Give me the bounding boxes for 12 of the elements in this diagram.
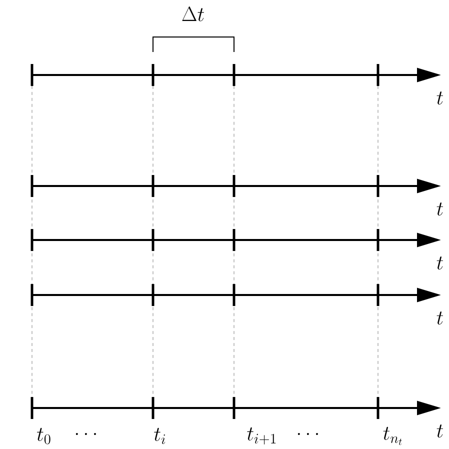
tick-label: $t_i$ <box>154 428 166 444</box>
interval-label: $\Delta t$ <box>182 6 204 22</box>
tick-label: $\dots$ <box>298 433 318 435</box>
tick-label: $t_{n_t}$ <box>383 426 402 446</box>
axis-label: $t$ <box>436 256 443 270</box>
axis-label: $t$ <box>436 311 443 325</box>
tick-label: $\dots$ <box>76 433 96 435</box>
axis-label: $t$ <box>436 91 443 105</box>
tick-label: $t_0$ <box>37 428 50 444</box>
axis-label: $t$ <box>436 424 443 438</box>
tick-label: $t_{i+1}$ <box>247 427 276 444</box>
axis-label: $t$ <box>436 202 443 216</box>
